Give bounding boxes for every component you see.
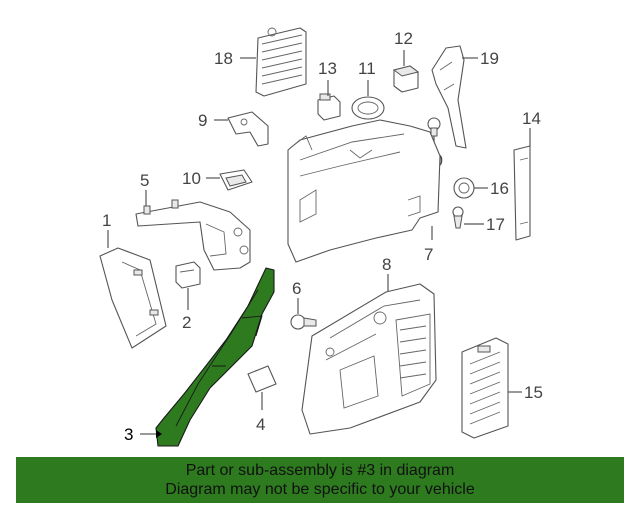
callout-13: 13 [318, 59, 337, 78]
callout-12: 12 [394, 29, 413, 48]
part-6-clip[interactable] [290, 314, 317, 330]
part-18-speaker[interactable] [255, 27, 307, 97]
part-1-pillar-trim[interactable] [99, 247, 167, 349]
callout-17: 17 [486, 215, 505, 234]
part-16-cap[interactable] [453, 177, 475, 199]
part-19-pillar-trim[interactable] [431, 45, 467, 149]
callout-14: 14 [522, 109, 541, 128]
callout-2: 2 [182, 313, 191, 332]
part-15-side-panel[interactable] [461, 337, 509, 439]
part-2-clip[interactable] [175, 261, 201, 289]
callout-10: 10 [182, 169, 201, 188]
part-20-fastener[interactable] [427, 117, 441, 137]
part-12-clip[interactable] [392, 65, 420, 93]
callout-18: 18 [214, 49, 233, 68]
parts-diagram: 18 12 13 11 19 9 20 [99, 27, 543, 447]
callout-16: 16 [490, 179, 509, 198]
callout-1: 1 [102, 211, 111, 230]
part-9-bracket[interactable] [227, 111, 269, 147]
banner-line-1: Part or sub-assembly is #3 in diagram [185, 462, 455, 479]
part-13-bracket[interactable] [317, 93, 341, 121]
callout-7: 7 [424, 245, 433, 264]
callout-5: 5 [140, 171, 149, 190]
part-5-upper-trim[interactable] [135, 199, 251, 271]
part-17-screw[interactable] [452, 206, 464, 229]
callout-6: 6 [292, 279, 301, 298]
callout-11: 11 [358, 59, 376, 78]
callout-19: 19 [480, 49, 499, 68]
part-7-quarter-panel[interactable] [287, 119, 441, 263]
callout-3: 3 [124, 425, 133, 444]
part-4-pad[interactable] [247, 365, 277, 393]
part-10-lamp[interactable] [219, 169, 253, 191]
callout-4: 4 [256, 415, 265, 434]
leader-3-arrow [156, 430, 162, 438]
part-11-lamp[interactable] [351, 96, 385, 120]
callout-15: 15 [524, 383, 543, 402]
part-3-highlighted-trim[interactable] [155, 267, 275, 447]
part-14-strip[interactable] [513, 145, 531, 241]
banner-line-2: Diagram may not be specific to your vehi… [165, 481, 475, 498]
part-8-lower-quarter-panel[interactable] [301, 283, 437, 435]
callout-8: 8 [382, 255, 391, 274]
info-banner: Part or sub-assembly is #3 in diagram Di… [16, 457, 624, 503]
callout-9: 9 [198, 111, 207, 130]
